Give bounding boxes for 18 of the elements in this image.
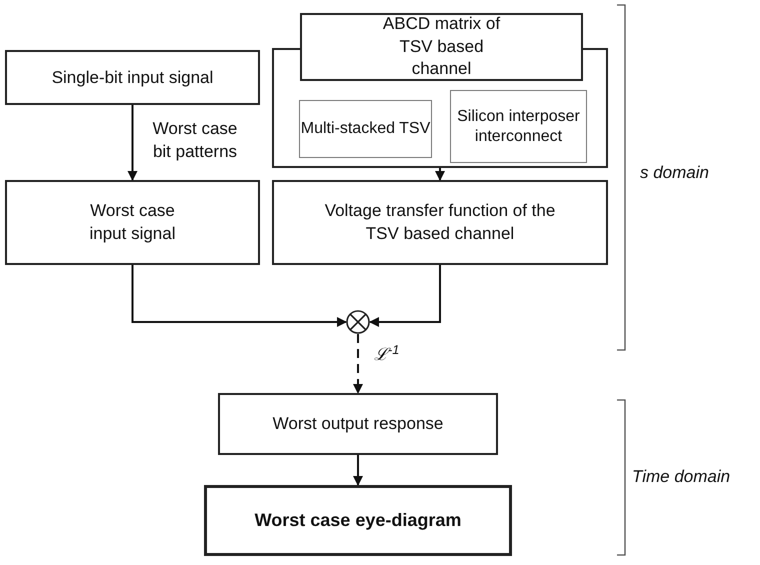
arrow xyxy=(132,265,347,327)
domain-label: s domain xyxy=(640,162,709,184)
process-box: Worst case eye-diagram xyxy=(204,485,512,556)
arrow xyxy=(369,265,441,327)
process-box: Worst output response xyxy=(218,393,498,455)
arrow xyxy=(128,105,138,181)
process-box: Multi-stacked TSV xyxy=(299,100,432,158)
domain-label: Time domain xyxy=(632,466,730,488)
multiplier-symbol xyxy=(346,310,370,334)
process-box: Voltage transfer function of the TSV based channel xyxy=(272,180,608,265)
process-box: Worst case input signal xyxy=(5,180,260,265)
arrow xyxy=(353,334,363,394)
arrow xyxy=(435,168,445,181)
process-box: Single-bit input signal xyxy=(5,50,260,105)
process-box: ABCD matrix of TSV based channel xyxy=(300,13,583,81)
arrow xyxy=(353,455,363,486)
process-box: Silicon interposer interconnect xyxy=(450,90,587,163)
group-box xyxy=(272,13,608,168)
